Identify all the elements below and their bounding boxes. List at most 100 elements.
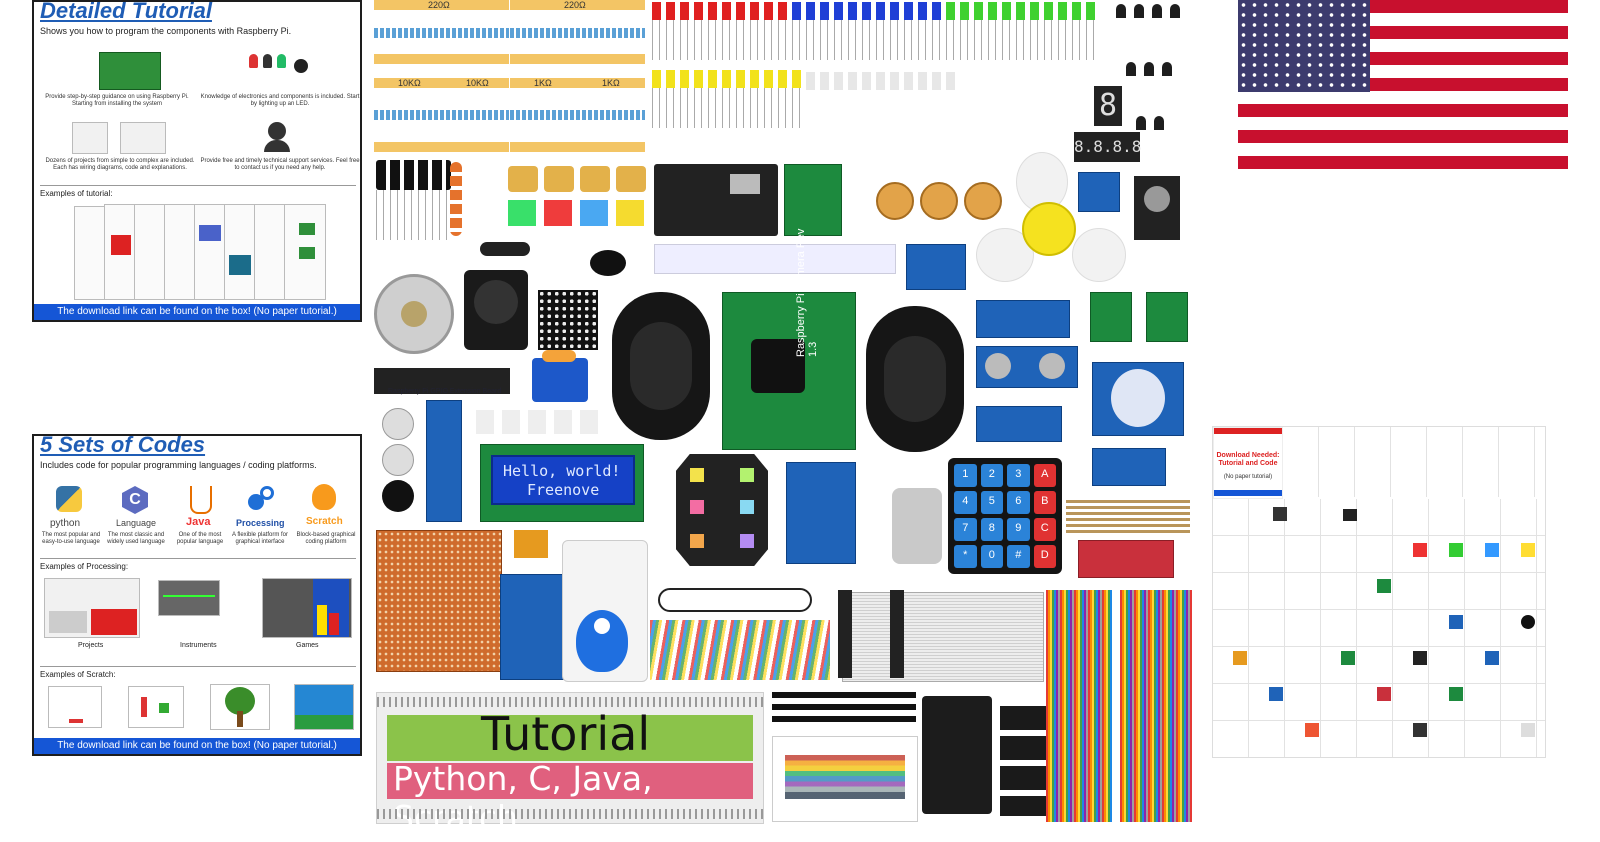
speaker-right (866, 306, 964, 452)
buzzers (378, 408, 418, 512)
processing-examples-label: Examples of Processing: (40, 562, 129, 571)
resistor-label-1: 220Ω (428, 0, 450, 10)
tutorial-page-stack (74, 202, 334, 302)
java-logo-icon (190, 486, 212, 514)
resistor-strip-2: 220Ω (510, 0, 645, 64)
joystick-module (464, 270, 528, 350)
tutorial-feature-1: Provide step-by-step guidance on using R… (45, 94, 189, 107)
relay-module (514, 530, 548, 558)
scratch-example-4 (294, 684, 354, 730)
gpio-extension-board (374, 368, 510, 394)
ir-receiver-module (1092, 448, 1166, 486)
keypad-key-c[interactable]: C (1033, 518, 1056, 541)
keypad-key-hash[interactable]: # (1007, 545, 1030, 568)
battery-holder (922, 696, 992, 814)
mic-sensor-module (1078, 540, 1174, 578)
electronics-kit-image: 220Ω 220Ω 10KΩ 10KΩ 1KΩ 1KΩ (372, 0, 1198, 837)
breadboard-power-module (654, 164, 778, 236)
raspberry-pi-board-image (99, 52, 161, 90)
flag-canton (1238, 0, 1370, 92)
ceramic-caps (450, 162, 462, 236)
tutorial-feature-3: Dozens of projects from simple to comple… (45, 158, 195, 171)
codes-subtitle: Includes code for popular programming la… (40, 460, 317, 470)
rfid-key-fob (576, 610, 628, 672)
jumper-wire-bundle (650, 620, 830, 680)
lcd-line-2: Freenove (527, 481, 600, 499)
keypad-key-7[interactable]: 7 (954, 518, 977, 541)
mpu-sensor-module (906, 244, 966, 290)
push-buttons (508, 166, 648, 228)
download-needed-sub: (No paper tutorial) (1223, 474, 1273, 480)
green-leds (946, 2, 1096, 20)
components-image (239, 54, 319, 88)
motor-driver-board (784, 164, 842, 236)
keypad-key-6[interactable]: 6 (1007, 491, 1030, 514)
gpio-ribbon-cable (842, 592, 1044, 682)
banner-languages: Python, C, Java, Scratch (393, 759, 653, 837)
keypad-key-2[interactable]: 2 (980, 464, 1003, 487)
codes-download-bar: The download link can be found on the bo… (34, 738, 360, 754)
keypad-key-1[interactable]: 1 (954, 464, 977, 487)
resistor-color-card (772, 736, 918, 822)
pir-motion-sensor (1092, 362, 1184, 436)
lcd1602-module: Hello, world! Freenove (480, 444, 644, 522)
keypad-key-8[interactable]: 8 (980, 518, 1003, 541)
wiring-diagram-image-2 (120, 122, 166, 154)
servo-horns (476, 410, 606, 434)
resistor-label-2: 220Ω (564, 0, 586, 10)
rotary-encoder (1134, 176, 1180, 240)
stepper-motor (374, 274, 454, 354)
sound-sensor-module (1078, 172, 1120, 212)
dc-jack-cable (480, 232, 630, 282)
processing-caption-instruments: Instruments (180, 642, 217, 649)
light-sensor-module (976, 300, 1070, 338)
language-c-desc: The most classic and widely used languag… (107, 532, 165, 545)
banner-title: Tutorial (481, 707, 651, 761)
keypad-key-4[interactable]: 4 (954, 491, 977, 514)
tutorial-download-bar: The download link can be found on the bo… (34, 304, 360, 320)
scratch-example-1 (48, 686, 102, 728)
membrane-keypad: 1 2 3 A 4 5 6 B 7 8 9 C * 0 # D (948, 458, 1062, 574)
keypad-key-3[interactable]: 3 (1007, 464, 1030, 487)
scratch-example-3 (210, 684, 270, 730)
scratch-examples-label: Examples of Scratch: (40, 670, 116, 679)
language-python-name: python (50, 518, 81, 529)
gpio-board-label: Raspberry Pi GPIO Extension Board (388, 388, 502, 395)
relay-sensor-module (976, 406, 1062, 442)
breadboard-tutorial-banner: Tutorial Python, C, Java, Scratch (376, 692, 764, 837)
resistor-strip-3: 10KΩ 10KΩ (374, 68, 509, 152)
keypad-key-9[interactable]: 9 (1007, 518, 1030, 541)
ic-chips (1000, 706, 1046, 816)
keypad-key-star[interactable]: * (954, 545, 977, 568)
tutorial-feature-2: Knowledge of electronics and components … (200, 94, 360, 107)
speaker-left (612, 292, 710, 440)
resistor-label-4: 10KΩ (466, 78, 489, 88)
us-flag (1238, 0, 1568, 172)
tutorial-feature-4: Provide free and timely technical suppor… (200, 158, 360, 171)
tutorial-card: Detailed Tutorial Shows you how to progr… (32, 0, 362, 322)
keypad-key-5[interactable]: 5 (980, 491, 1003, 514)
flat-ribbon-cable (654, 244, 896, 274)
tutorial-subtitle: Shows you how to program the components … (40, 26, 292, 36)
camera-label: Raspberry Pi Camera Rev 1.3 (795, 228, 819, 357)
component-list-panel: Download Needed: Tutorial and Code (No p… (1212, 426, 1546, 758)
gpio-t-board (426, 400, 462, 522)
keypad-key-a[interactable]: A (1033, 464, 1056, 487)
language-c-name: Language (116, 518, 157, 528)
component-icon-grid (1283, 427, 1545, 497)
yellow-leds (652, 70, 802, 88)
hx711-module-1 (1090, 292, 1132, 342)
keypad-key-d[interactable]: D (1033, 545, 1056, 568)
bme-sensor-module (786, 462, 856, 564)
fan-propeller (976, 152, 1126, 292)
dupont-cables-left (1046, 590, 1112, 822)
tutorial-title: Detailed Tutorial (40, 0, 212, 23)
keypad-key-0[interactable]: 0 (980, 545, 1003, 568)
download-needed-title: Download Needed: Tutorial and Code (1216, 452, 1280, 467)
resistor-label-3: 10KΩ (398, 78, 421, 88)
keypad-key-b[interactable]: B (1033, 491, 1056, 514)
support-headset-icon (262, 120, 292, 152)
codes-card: 5 Sets of Codes Includes code for popula… (32, 432, 362, 756)
processing-projects-image (44, 578, 140, 638)
processing-games-image (262, 578, 352, 638)
